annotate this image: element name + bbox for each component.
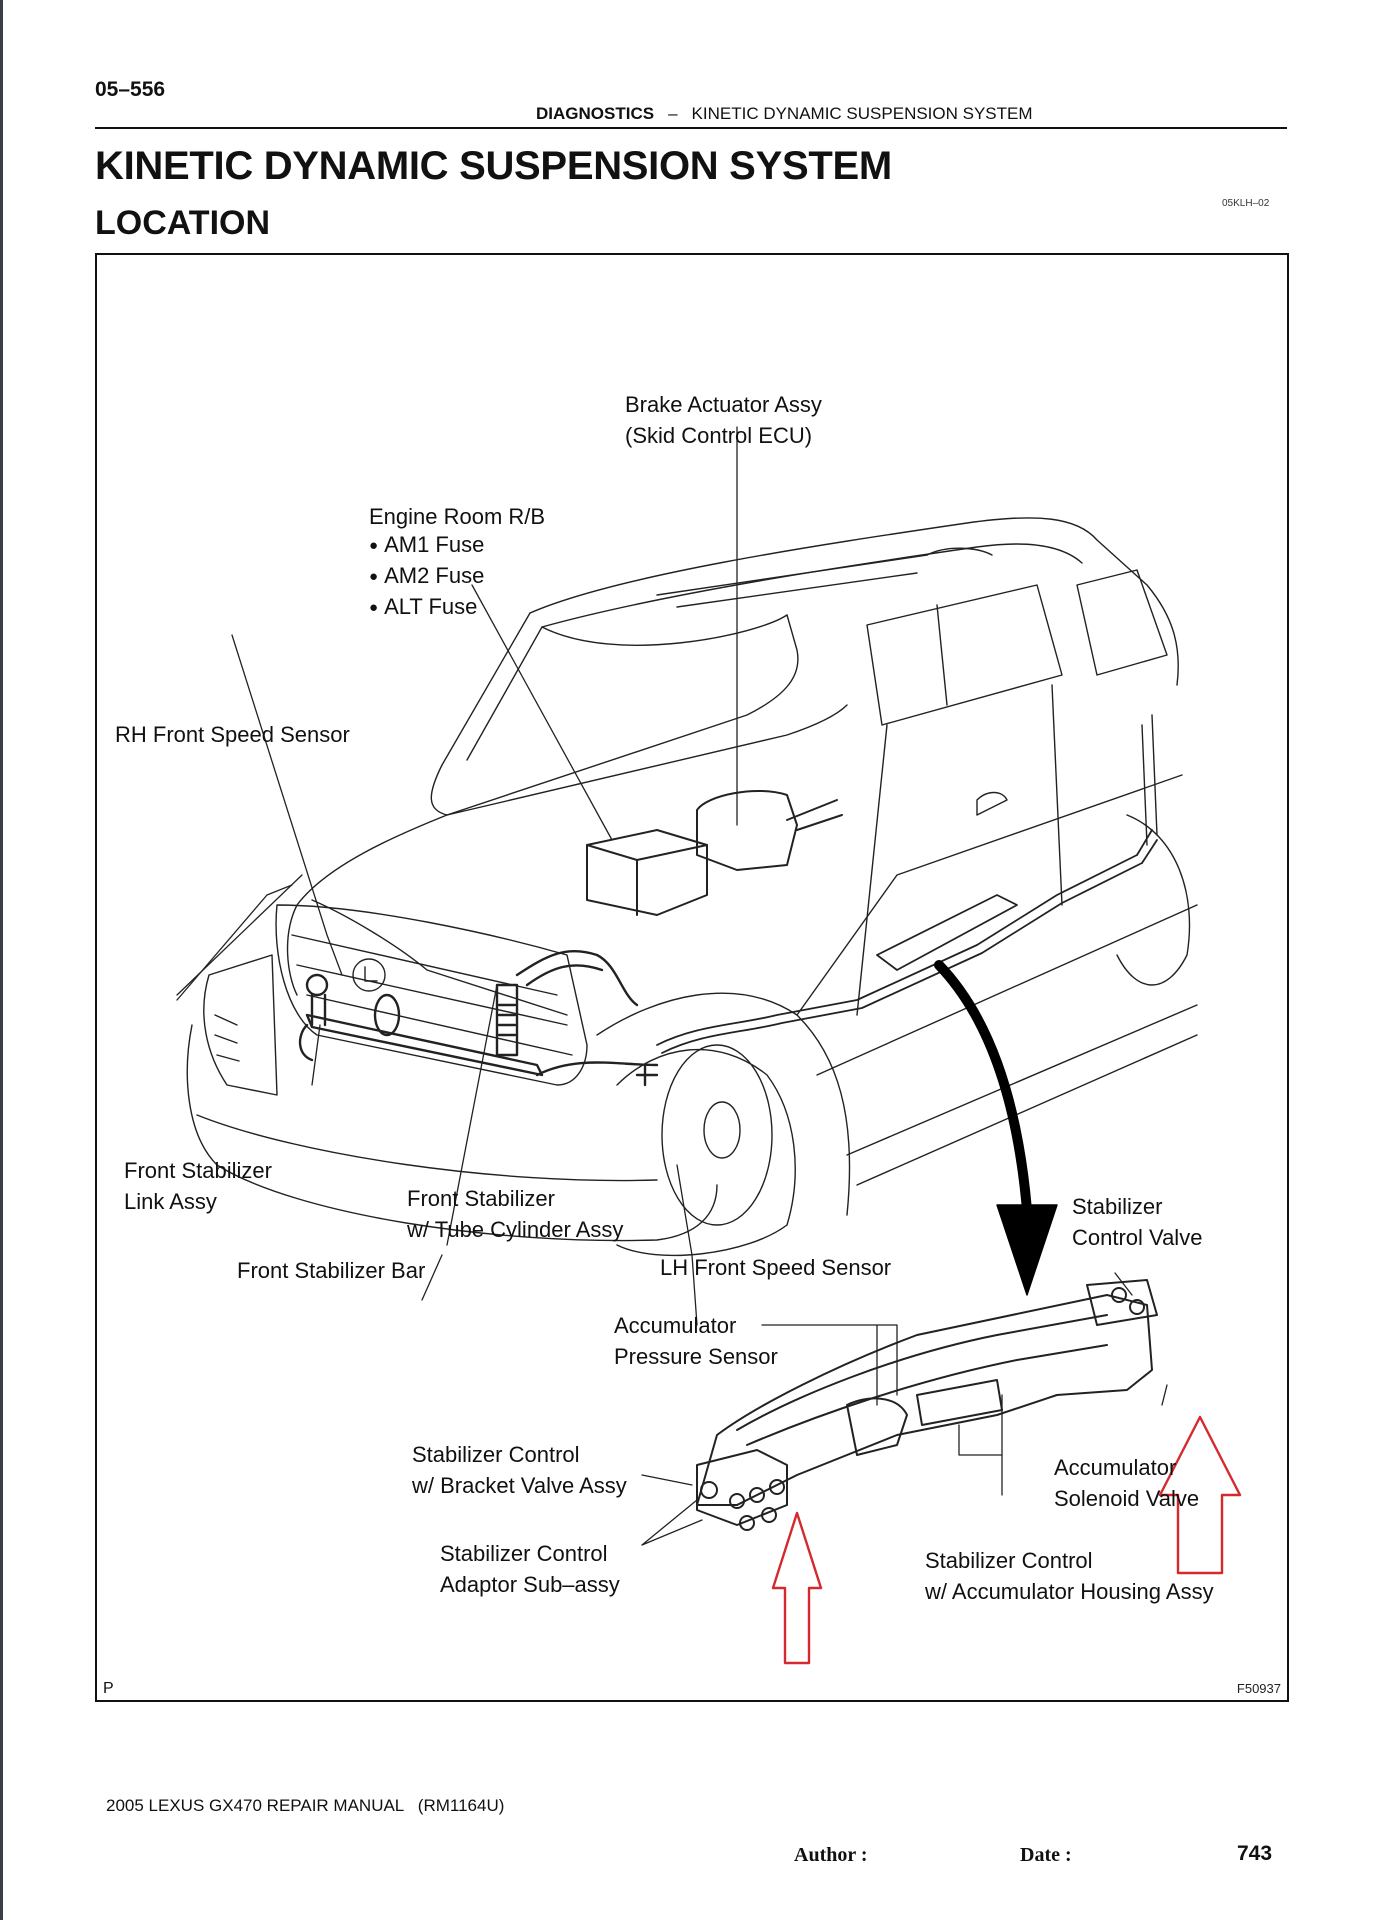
- label-line: Accumulator: [614, 1313, 737, 1338]
- leader-lines: [176, 426, 1168, 1546]
- label-line: (Skid Control ECU): [625, 423, 813, 448]
- label-line: Stabilizer: [1072, 1194, 1163, 1219]
- label-line: Accumulator: [1054, 1455, 1177, 1480]
- label-line: Stabilizer Control: [412, 1442, 580, 1467]
- header-separator: –: [668, 104, 678, 123]
- label-line: Solenoid Valve: [1054, 1486, 1200, 1511]
- hydraulic-lines: [656, 829, 1158, 1054]
- topic-name: KINETIC DYNAMIC SUSPENSION SYSTEM: [691, 104, 1033, 123]
- label-accumulator-solenoid-valve: Accumulator Solenoid Valve: [1054, 1452, 1199, 1514]
- label-line: Pressure Sensor: [614, 1344, 778, 1369]
- label-line: w/ Tube Cylinder Assy: [407, 1217, 624, 1242]
- label-front-stabilizer-link: Front Stabilizer Link Assy: [124, 1155, 272, 1217]
- label-accumulator-pressure-sensor: Accumulator Pressure Sensor: [614, 1310, 778, 1372]
- label-line: Front Stabilizer: [407, 1186, 555, 1211]
- page-title: KINETIC DYNAMIC SUSPENSION SYSTEM: [95, 144, 892, 188]
- label-line: w/ Bracket Valve Assy: [412, 1473, 627, 1498]
- page-subtitle: LOCATION: [95, 204, 271, 242]
- label-line: Stabilizer Control: [925, 1548, 1093, 1573]
- label-line: w/ Accumulator Housing Assy: [925, 1579, 1214, 1604]
- footer-page-number: 743: [1237, 1842, 1273, 1865]
- detail-arrow-head: [996, 1204, 1058, 1296]
- front-stabilizer-bar: [298, 949, 659, 1087]
- footer-manual-title: 2005 LEXUS GX470 REPAIR MANUAL (RM1164U): [106, 1796, 505, 1815]
- fuse-item: AM2 Fuse: [369, 562, 545, 593]
- section-name: DIAGNOSTICS: [536, 104, 655, 123]
- label-engine-room-rb: Engine Room R/B AM1 Fuse AM2 Fuse ALT Fu…: [369, 503, 545, 624]
- running-header: DIAGNOSTICS–KINETIC DYNAMIC SUSPENSION S…: [536, 104, 1033, 124]
- fuse-item: AM1 Fuse: [369, 531, 545, 562]
- label-line: Control Valve: [1072, 1225, 1203, 1250]
- location-figure: Brake Actuator Assy (Skid Control ECU) E…: [95, 253, 1289, 1702]
- label-front-stabilizer-bar: Front Stabilizer Bar: [237, 1258, 426, 1283]
- annotation-arrow-left: [771, 1511, 823, 1665]
- label-line: Stabilizer Control: [440, 1541, 608, 1566]
- header-rule: [95, 127, 1287, 129]
- vehicle-illustration: [176, 426, 1242, 1665]
- detail-callout-arrow: [934, 960, 1032, 1215]
- label-line: Brake Actuator Assy: [625, 392, 822, 417]
- label-rh-front-speed-sensor: RH Front Speed Sensor: [115, 722, 350, 747]
- annotation-arrow-right: [1158, 1415, 1242, 1575]
- label-line: Link Assy: [124, 1189, 217, 1214]
- fuse-item: ALT Fuse: [369, 593, 545, 624]
- brake-actuator-assy: [696, 789, 843, 871]
- engine-room-relay-block: [586, 829, 708, 916]
- label-brake-actuator: Brake Actuator Assy (Skid Control ECU): [625, 389, 822, 451]
- viewer-edge: [0, 0, 3, 1920]
- label-bracket-valve-assy: Stabilizer Control w/ Bracket Valve Assy: [412, 1439, 627, 1501]
- figure-id: F50937: [1236, 1681, 1281, 1696]
- label-accumulator-housing-assy: Stabilizer Control w/ Accumulator Housin…: [925, 1545, 1214, 1607]
- footer-author-label: Author :: [794, 1844, 868, 1866]
- label-line: Engine Room R/B: [369, 504, 546, 529]
- label-lh-front-speed-sensor: LH Front Speed Sensor: [660, 1255, 892, 1280]
- document-id: 05KLH–02: [1222, 198, 1270, 209]
- label-line: Adaptor Sub–assy: [440, 1572, 620, 1597]
- figure-corner-mark: P: [103, 1680, 114, 1697]
- page-code: 05–556: [95, 78, 166, 101]
- label-line: Front Stabilizer: [124, 1158, 272, 1183]
- label-stabilizer-control-valve: Stabilizer Control Valve: [1072, 1191, 1202, 1253]
- footer-date-label: Date :: [1020, 1844, 1072, 1866]
- vehicle-body-outline: [186, 517, 1198, 1257]
- label-front-stabilizer-tube: Front Stabilizer w/ Tube Cylinder Assy: [407, 1183, 623, 1245]
- label-adaptor-sub-assy: Stabilizer Control Adaptor Sub–assy: [440, 1538, 620, 1600]
